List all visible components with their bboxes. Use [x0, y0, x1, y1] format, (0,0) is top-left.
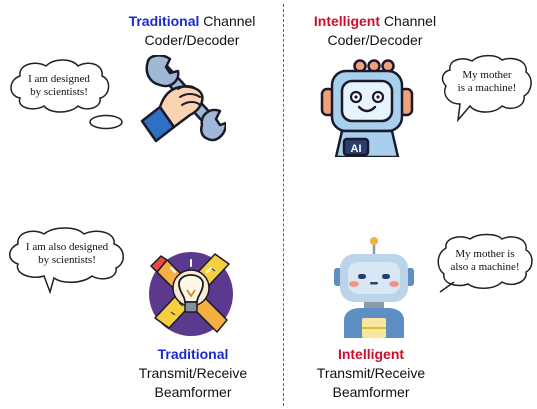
title-line3: Beamformer: [154, 384, 232, 400]
title-line2: Coder/Decoder: [144, 32, 240, 48]
title-line2: Transmit/Receive: [316, 365, 426, 381]
title-line2: Transmit/Receive: [138, 365, 248, 381]
ai-badge-label: AI: [351, 143, 362, 155]
bubble-line2: by scientists!: [38, 254, 96, 266]
title-traditional-coder: Traditional Channel Coder/Decoder: [112, 12, 272, 50]
title-rest: Channel: [203, 13, 256, 29]
bubble-line2: also a machine!: [450, 261, 520, 273]
robot-icon: [334, 234, 414, 338]
thought-bubble-bottom-left: I am also designed by scientists!: [6, 226, 130, 298]
title-intelligent-coder: Intelligent Channel Coder/Decoder: [300, 12, 450, 50]
bubble-line1: I am designed: [28, 73, 90, 85]
bubble-line1: I am also designed: [25, 241, 109, 253]
ai-robot-head-icon: AI: [320, 57, 414, 157]
title-highlight: Intelligent: [337, 346, 405, 362]
title-highlight: Traditional: [128, 13, 200, 29]
bubble-line1: My mother: [462, 69, 512, 81]
thought-bubble-top-left: I am designed by scientists!: [6, 56, 134, 132]
center-divider: [283, 4, 284, 406]
thought-bubble-bottom-right: My mother is also a machine!: [436, 233, 534, 296]
lightbulb-tools-icon: [145, 246, 237, 338]
title-line2: Coder/Decoder: [327, 32, 423, 48]
bubble-line2: is a machine!: [457, 82, 517, 94]
title-highlight: Intelligent: [313, 13, 381, 29]
wrench-hand-icon: [140, 55, 226, 145]
title-intelligent-beamformer: Intelligent Transmit/Receive Beamformer: [296, 345, 446, 402]
thought-bubble-top-right: My mother is a machine!: [440, 54, 534, 124]
title-highlight: Traditional: [157, 346, 229, 362]
bubble-line2: by scientists!: [30, 86, 88, 98]
bubble-line1: My mother is: [455, 248, 515, 260]
title-traditional-beamformer: Traditional Transmit/Receive Beamformer: [118, 345, 268, 402]
title-rest: Channel: [383, 13, 437, 29]
title-line3: Beamformer: [332, 384, 410, 400]
